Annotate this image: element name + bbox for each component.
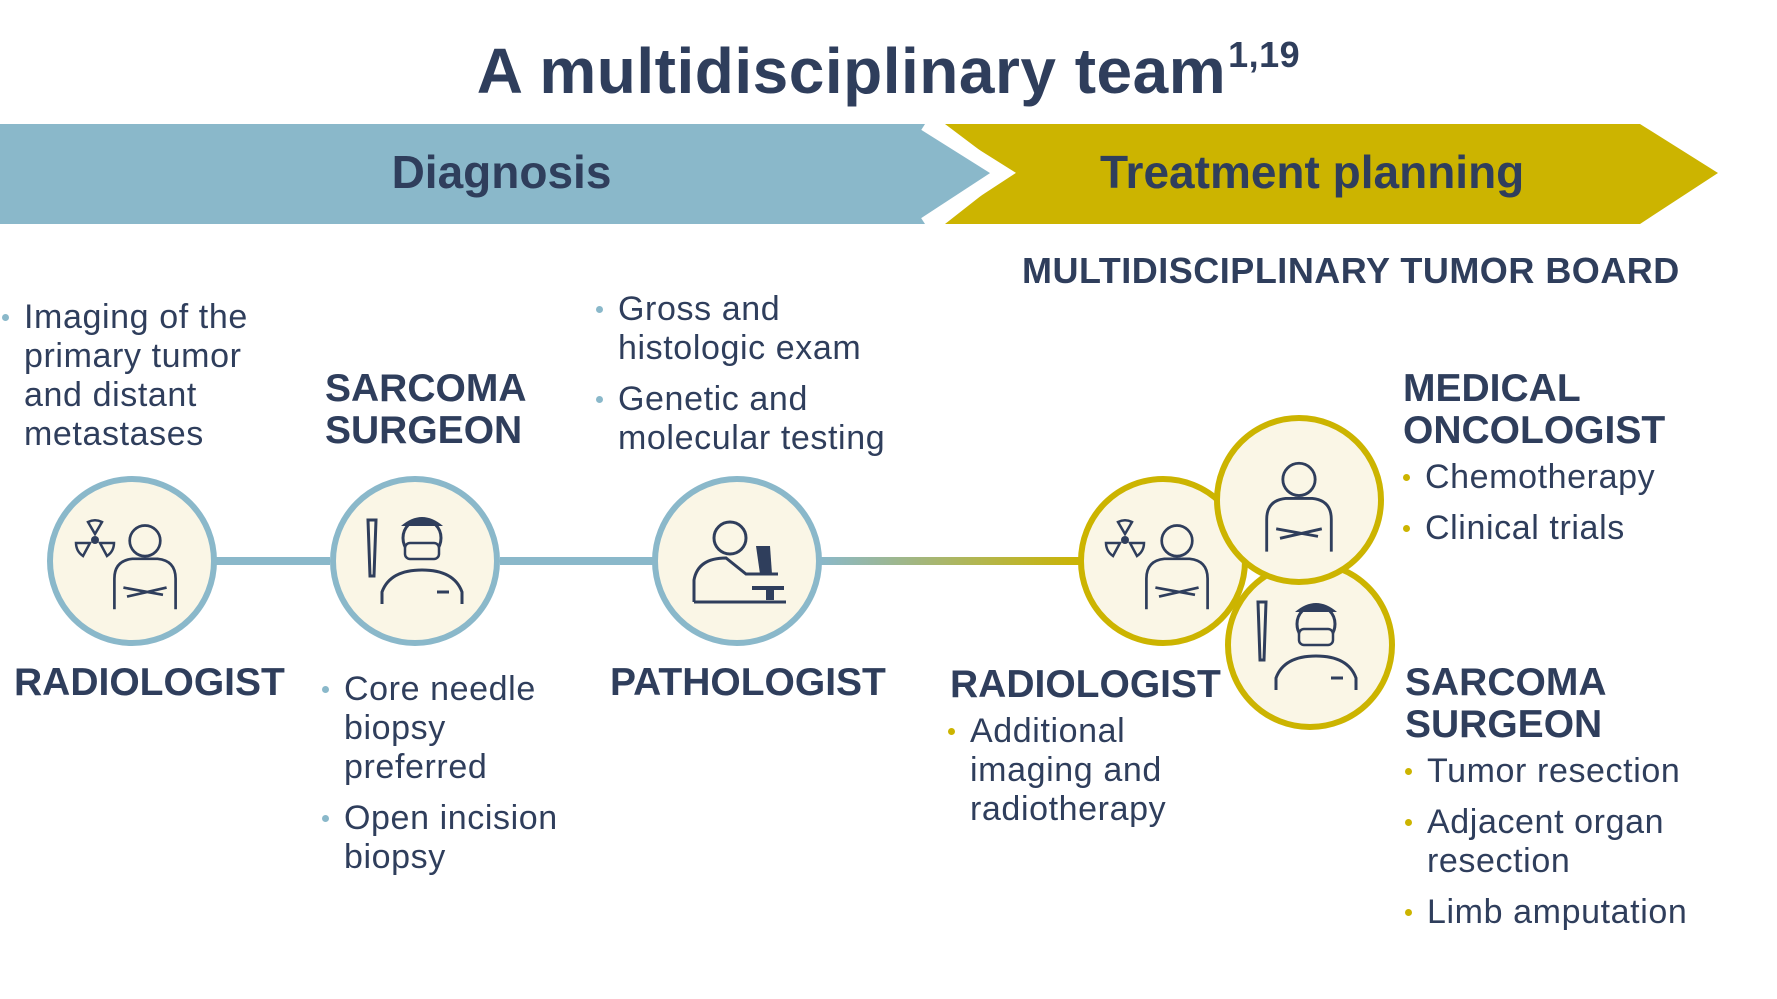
oncologist-label-line2: ONCOLOGIST — [1403, 409, 1666, 452]
radiologist-bullets: Imaging of the primary tumor and distant… — [2, 298, 272, 466]
surgeon-bullet-1: Core needle biopsy preferred — [322, 670, 592, 787]
tx-surgeon-label: SARCOMA SURGEON — [1405, 662, 1607, 746]
oncologist-label-line1: MEDICAL — [1403, 367, 1581, 410]
surgeon-bullets: Core needle biopsy preferred Open incisi… — [322, 670, 592, 889]
tx-surgeon-label-line1: SARCOMA — [1405, 661, 1607, 704]
stage-diagnosis: Diagnosis — [391, 146, 612, 198]
surgeon-label-line1: SARCOMA — [325, 367, 527, 410]
radiologist-label: RADIOLOGIST — [14, 661, 285, 704]
pathologist-bullet-1: Gross and histologic exam — [596, 290, 926, 368]
connector-3 — [820, 557, 1082, 565]
surgeon-bullet-2: Open incision biopsy — [322, 799, 592, 877]
surgeon-label: SARCOMA SURGEON — [325, 368, 527, 452]
scalpel-icon — [366, 518, 378, 578]
pathologist-label: PATHOLOGIST — [610, 661, 886, 704]
pathologist-bullet-2: Genetic and molecular testing — [596, 380, 926, 458]
microscope-icon — [752, 546, 784, 600]
page-title: A multidisciplinary team1,19 — [0, 34, 1777, 108]
tx-surgeon-circle — [1225, 560, 1395, 730]
tx-surgeon-label-line2: SURGEON — [1405, 703, 1603, 746]
surgeon-circle — [330, 476, 500, 646]
pathologist-bullets: Gross and histologic exam Genetic and mo… — [596, 290, 926, 470]
tumor-board-label: MULTIDISCIPLINARY TUMOR BOARD — [1022, 250, 1680, 291]
arrow-separator — [921, 118, 1016, 230]
oncologist-bullet-1: Chemotherapy — [1403, 458, 1723, 497]
stage-treatment: Treatment planning — [1100, 146, 1525, 198]
tx-radiologist-bullet-1: Additional imaging and radiotherapy — [948, 712, 1198, 829]
tx-surgeon-bullets: Tumor resection Adjacent organ resection… — [1405, 752, 1705, 944]
radiologist-bullet-1: Imaging of the primary tumor and distant… — [2, 298, 272, 454]
surgeon-label-line2: SURGEON — [325, 409, 523, 452]
tx-surgeon-bullet-3: Limb amputation — [1405, 893, 1705, 932]
oncologist-label: MEDICAL ONCOLOGIST — [1403, 368, 1665, 452]
radiologist-circle — [47, 476, 217, 646]
treatment-arrow — [945, 124, 1718, 224]
tx-radiologist-bullets: Additional imaging and radiotherapy — [948, 712, 1198, 841]
tx-radiologist-label: RADIOLOGIST — [950, 663, 1221, 706]
title-text: A multidisciplinary team — [476, 35, 1227, 107]
diagnosis-arrow — [0, 124, 1003, 224]
pathologist-icon — [692, 520, 786, 604]
tx-surgeon-bullet-1: Tumor resection — [1405, 752, 1705, 791]
tx-oncologist-circle — [1214, 415, 1384, 585]
tx-surgeon-bullet-2: Adjacent organ resection — [1405, 803, 1705, 881]
oncologist-bullet-2: Clinical trials — [1403, 509, 1723, 548]
surgeon-icon — [380, 517, 464, 604]
title-superscript: 1,19 — [1228, 34, 1301, 75]
pathologist-circle — [652, 476, 822, 646]
oncologist-bullets: Chemotherapy Clinical trials — [1403, 458, 1723, 560]
